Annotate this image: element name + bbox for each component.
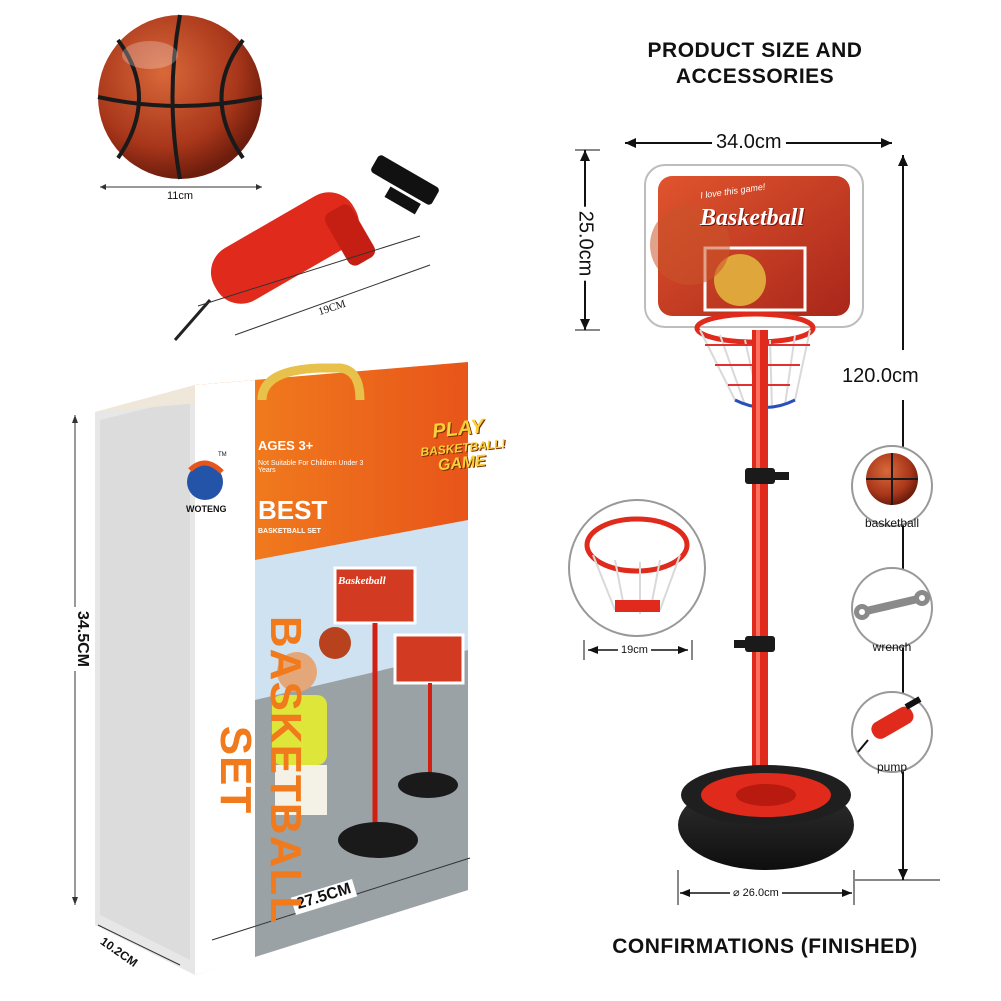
hoop-stand [644, 164, 864, 870]
basketball-image [97, 14, 263, 180]
rim-detail [568, 499, 706, 637]
box-mini-board-text: Basketball [338, 575, 386, 587]
stand-total-height-label: 120.0cm [842, 365, 919, 388]
box-best: BEST [258, 495, 328, 525]
base-diameter-label: ⌀ 26.0cm [730, 886, 782, 899]
box-side-title: BASKETBALL SET [211, 615, 310, 925]
box-play-badge: PLAY BASKETBALL! GAME [417, 414, 506, 477]
pump-image [173, 155, 439, 341]
stand-width-label: 34.0cm [712, 131, 786, 154]
box-tm: TM [218, 452, 227, 458]
box-brand: WOTENG [186, 504, 227, 514]
accessory-basketball-circle [851, 445, 933, 527]
accessory-pump-label: pump [876, 760, 908, 774]
product-box [95, 362, 468, 975]
accessory-wrench-circle [851, 567, 933, 649]
rim-diameter-label: 19cm [618, 644, 651, 656]
box-warning: Not Suitable For Children Under 3 Years [258, 460, 364, 474]
accessory-wrench-label: wrench [872, 640, 912, 654]
footer-caption: CONFIRMATIONS (FINISHED) [612, 935, 918, 958]
page-title-line2: ACCESSORIES [675, 65, 835, 88]
box-best-subtitle: BASKETBALL SET [258, 528, 321, 535]
stand-board-height-label: 25.0cm [573, 206, 597, 281]
accessory-pump-circle [851, 691, 933, 773]
page-title-line1: PRODUCT SIZE AND [647, 39, 863, 62]
page-title: PRODUCT SIZE AND ACCESSORIES [605, 38, 905, 90]
ball-size-label: 11cm [166, 190, 194, 202]
box-height-label: 34.5CM [73, 606, 92, 672]
box-ages: AGES 3+ [258, 438, 314, 453]
accessory-basketball-label: basketball [864, 516, 920, 530]
board-title: Basketball [700, 205, 805, 231]
